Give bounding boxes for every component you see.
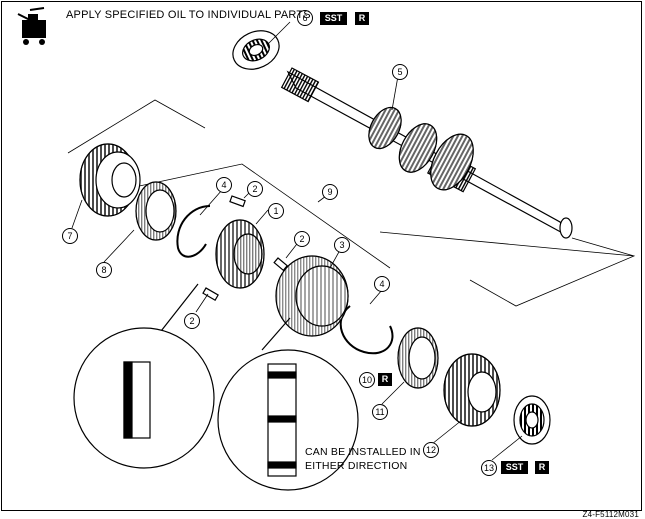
gear-part-12 — [443, 353, 501, 427]
callout-12: 12 — [423, 442, 439, 458]
clutch-hub-part-1 — [215, 219, 265, 289]
callout-5: 5 — [392, 64, 408, 80]
install-note-line-2: EITHER DIRECTION — [305, 460, 408, 472]
callout-2-mid: 2 — [294, 231, 310, 247]
clutch-sleeve-part-3 — [275, 255, 349, 337]
oil-can-icon — [17, 7, 46, 45]
callout-13: 13 — [481, 460, 497, 476]
callout-7: 7 — [62, 228, 78, 244]
detail-inset-right — [217, 317, 359, 491]
callout-4-right: 4 — [374, 276, 390, 292]
synchronizer-key-part-2 — [202, 195, 289, 302]
diagram-frame — [1, 1, 642, 511]
bearing-part-13 — [513, 395, 551, 445]
leader-lines — [71, 21, 523, 461]
oil-instruction-note: APPLY SPECIFIED OIL TO INDIVIDUAL PARTS — [66, 9, 311, 21]
callout-4-top: 4 — [216, 177, 232, 193]
mainshaft — [280, 67, 573, 239]
r-tag-part-10: R — [378, 373, 392, 386]
callout-6: 6 — [297, 10, 313, 26]
callout-11: 11 — [372, 404, 388, 420]
callout-1: 1 — [268, 203, 284, 219]
group-bracket-lines — [67, 99, 636, 307]
synchronizer-ring-part-11 — [397, 327, 439, 389]
r-tag-part-6: R — [355, 12, 369, 25]
install-direction-note: CAN BE INSTALLED IN EITHER DIRECTION — [305, 445, 421, 473]
sst-tag-part-6: SST — [320, 12, 347, 25]
callout-8: 8 — [96, 262, 112, 278]
install-note-line-1: CAN BE INSTALLED IN — [305, 446, 421, 458]
detail-inset-left — [73, 283, 215, 469]
bearing-part-6 — [232, 30, 280, 70]
r-tag-part-13: R — [535, 461, 549, 474]
callout-9: 9 — [322, 184, 338, 200]
sst-tag-part-13: SST — [501, 461, 528, 474]
callout-3: 3 — [334, 237, 350, 253]
synchronizer-ring-part-8 — [135, 181, 177, 241]
gear-part-7 — [79, 143, 141, 217]
callout-2-bottom: 2 — [184, 313, 200, 329]
callout-10: 10 — [359, 372, 375, 388]
callout-2-top: 2 — [247, 181, 263, 197]
figure-code: Z4-F5112M031 — [582, 510, 639, 519]
